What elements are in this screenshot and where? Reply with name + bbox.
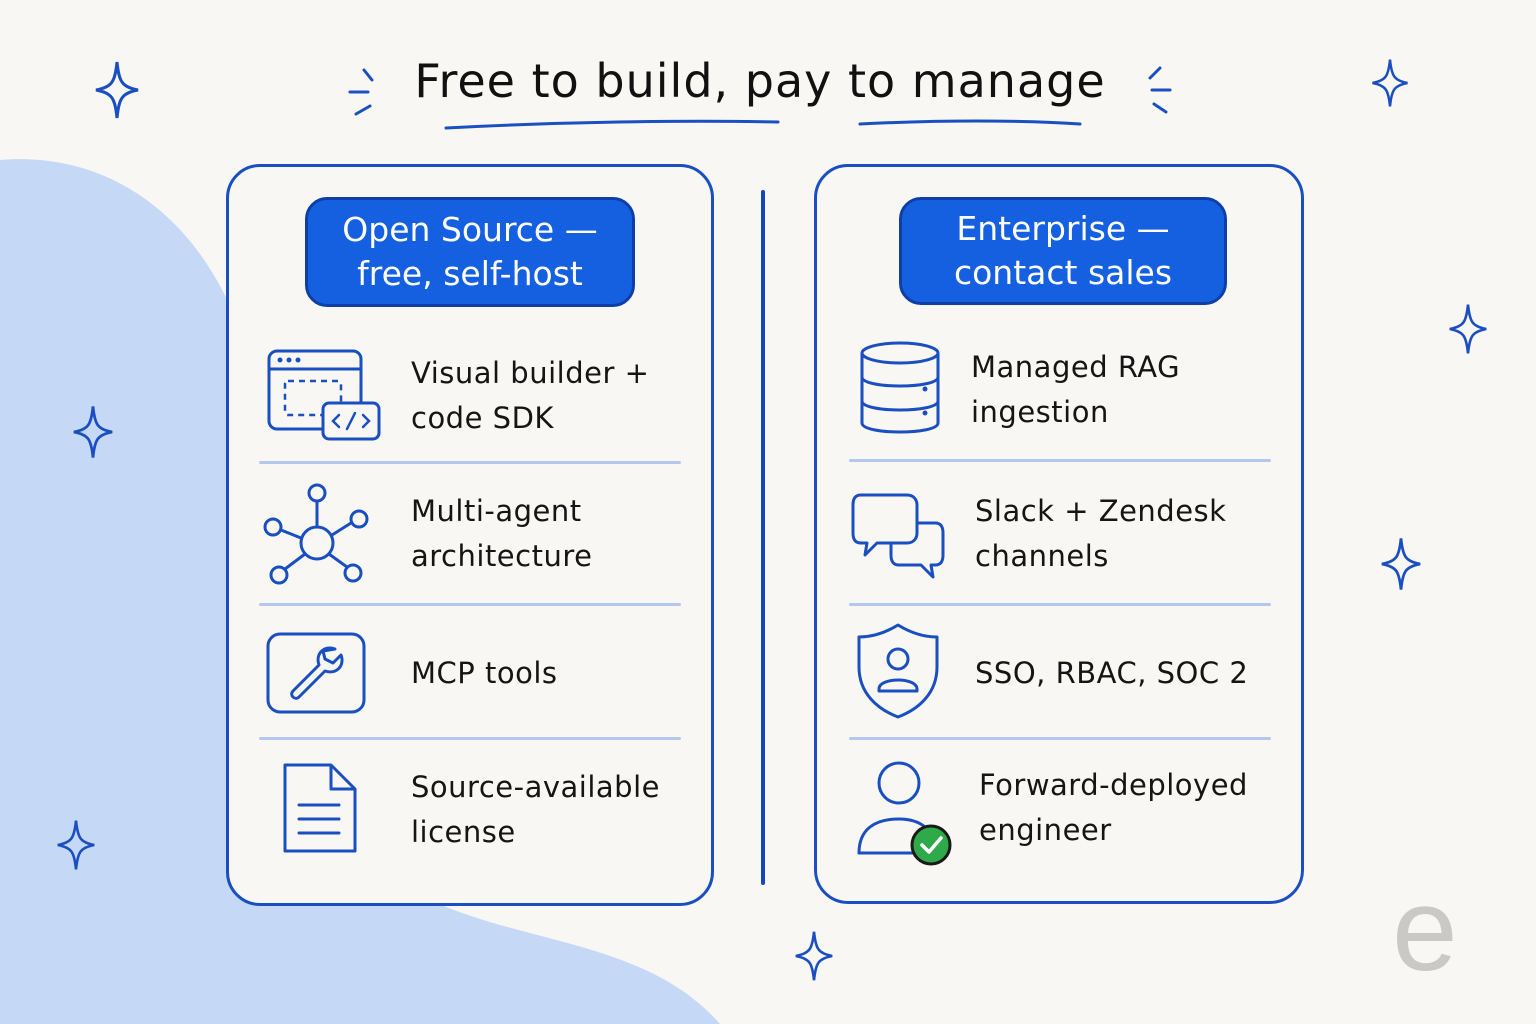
list-item: Visual builder + code SDK [229, 343, 711, 453]
row-separator [259, 603, 681, 606]
brand-logo: e [1392, 864, 1458, 996]
list-item: Forward-deployed engineer [817, 759, 1301, 869]
row-separator [849, 459, 1271, 462]
enterprise-header-label: Enterprise — contact sales [953, 209, 1173, 292]
list-item: Source-available license [229, 761, 711, 861]
source-available-label: Source-available license [411, 770, 660, 849]
title-emphasis-marks-left [348, 68, 374, 116]
sparkle-icon [95, 61, 139, 119]
list-item: Managed RAG ingestion [817, 339, 1301, 449]
chat-bubbles-icon [851, 493, 945, 579]
list-item: SSO, RBAC, SOC 2 [817, 621, 1301, 721]
row-separator [259, 737, 681, 740]
list-item: Slack + Zendesk channels [817, 489, 1301, 589]
column-divider [761, 190, 765, 885]
shield-user-icon [857, 623, 939, 719]
wrench-icon [266, 632, 366, 714]
sparkle-icon [57, 820, 95, 870]
sparkle-icon [73, 406, 113, 458]
row-separator [849, 737, 1271, 740]
slack-zendesk-label: Slack + Zendesk channels [975, 494, 1227, 573]
database-icon [860, 341, 940, 434]
sparkle-icon [1381, 538, 1421, 590]
document-icon [283, 763, 357, 853]
page-title: Free to build, pay to manage [414, 54, 1106, 108]
multi-agent-label: Multi-agent architecture [411, 494, 593, 573]
list-item: Multi-agent architecture [229, 483, 711, 593]
forward-deployed-label: Forward-deployed engineer [979, 768, 1248, 847]
visual-builder-code-icon [267, 349, 381, 441]
managed-rag-label: Managed RAG ingestion [971, 350, 1181, 429]
visual-builder-label: Visual builder + code SDK [411, 356, 650, 435]
title-block: Free to build, pay to manage [340, 50, 1180, 140]
open-source-header-label: Open Source — free, self-host [342, 210, 598, 293]
verified-person-icon [857, 761, 952, 866]
enterprise-header: Enterprise — contact sales [899, 197, 1227, 305]
title-underline [444, 119, 1082, 130]
mcp-tools-label: MCP tools [411, 656, 558, 690]
sparkle-icon [1449, 304, 1487, 354]
sparkle-icon [1372, 59, 1408, 107]
row-separator [259, 461, 681, 464]
enterprise-panel: Enterprise — contact sales Managed RAG i… [814, 164, 1304, 904]
sso-rbac-label: SSO, RBAC, SOC 2 [975, 656, 1249, 690]
sparkle-icon [795, 931, 833, 981]
list-item: MCP tools [229, 629, 711, 719]
network-nodes-icon [263, 483, 369, 585]
row-separator [849, 603, 1271, 606]
title-emphasis-marks-right [1148, 66, 1172, 114]
open-source-panel: Open Source — free, self-host Visual bui… [226, 164, 714, 906]
open-source-header: Open Source — free, self-host [305, 197, 635, 307]
